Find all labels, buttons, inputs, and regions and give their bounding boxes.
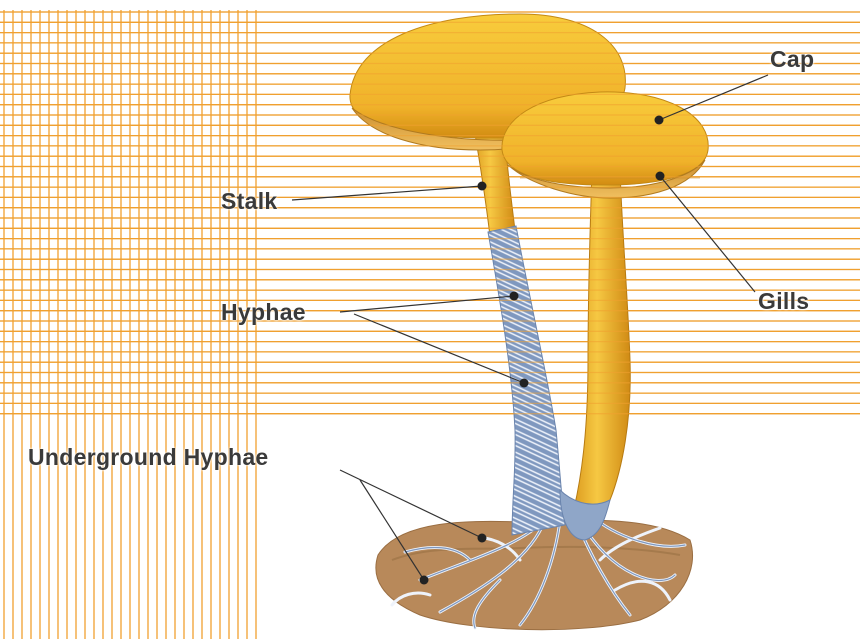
underground-dot-left bbox=[420, 576, 429, 585]
cap-label: Cap bbox=[770, 48, 814, 71]
gills-dot bbox=[656, 172, 665, 181]
underground-leader-right bbox=[340, 470, 482, 538]
cap-leader bbox=[659, 75, 768, 120]
hyphae-dot-upper bbox=[510, 292, 519, 301]
cap-dot bbox=[655, 116, 664, 125]
hyphae-dot-lower bbox=[520, 379, 529, 388]
front-cap bbox=[502, 92, 708, 198]
front-mushroom bbox=[560, 170, 630, 540]
hyphae-label: Hyphae bbox=[221, 301, 306, 324]
stalk-label: Stalk bbox=[221, 190, 277, 213]
underground-dot-right bbox=[478, 534, 487, 543]
stalk-dot bbox=[478, 182, 487, 191]
hyphae-leader-upper bbox=[340, 296, 514, 312]
underground-hyphae-label: Underground Hyphae bbox=[28, 446, 269, 469]
soil-mound bbox=[376, 520, 693, 629]
gills-leader bbox=[660, 176, 755, 292]
gills-label: Gills bbox=[758, 290, 809, 313]
